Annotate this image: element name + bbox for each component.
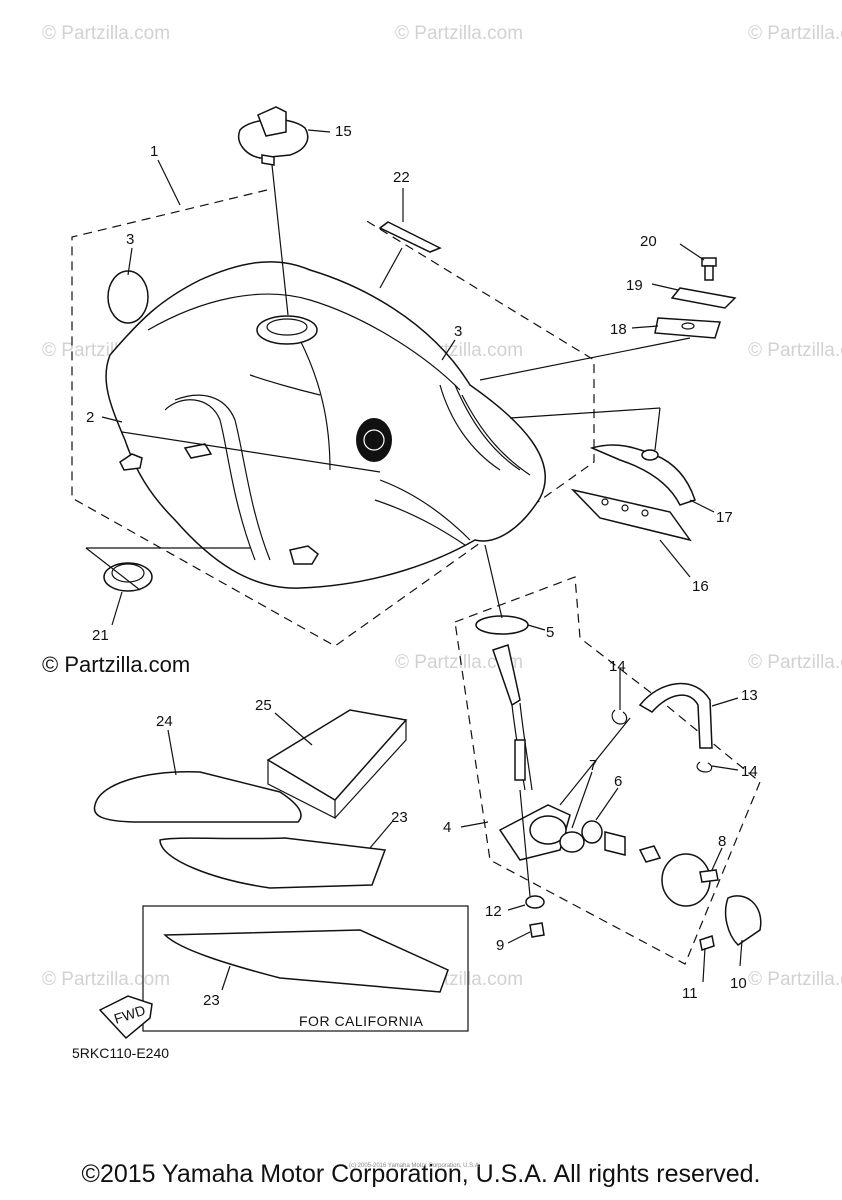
clip-14b (696, 761, 713, 773)
pad-24 (93, 771, 302, 823)
tank-strip-part (378, 221, 442, 253)
callout-5: 5 (546, 624, 554, 641)
yamaha-emblem-icon (356, 418, 392, 462)
copyright-footer: ©2015 Yamaha Motor Corporation, U.S.A. A… (81, 1160, 761, 1188)
callout-3: 3 (126, 231, 134, 248)
foam-block-25 (266, 709, 408, 819)
watermark: © Partzilla.com (748, 23, 842, 44)
o-ring-6 (581, 820, 603, 844)
watermark: © Partzilla.com (395, 23, 523, 44)
california-label: FOR CALIFORNIA (299, 1013, 424, 1029)
bracket-17 (589, 444, 696, 506)
packing-7 (559, 831, 585, 853)
callout-20: 20 (640, 233, 657, 250)
callout-9: 9 (496, 937, 504, 954)
callout-3: 3 (454, 323, 462, 340)
partzilla-watermark-main: © Partzilla.com (42, 652, 190, 677)
callout-23: 23 (391, 809, 408, 826)
callout-6: 6 (614, 773, 622, 790)
leader-lines (85, 129, 743, 991)
california-box (142, 905, 469, 1032)
callout-17: 17 (716, 509, 733, 526)
fuel-cock (492, 644, 762, 951)
filler-neck-ring (256, 315, 318, 345)
watermark: © Partzilla.com (42, 969, 170, 990)
fwd-arrow-icon: FWD (98, 995, 153, 1040)
screw-9 (529, 922, 545, 938)
washer-12 (525, 895, 545, 909)
bolt-20 (701, 257, 717, 281)
callout-25: 25 (255, 697, 272, 714)
callout-19: 19 (626, 277, 643, 294)
screw-11 (699, 935, 715, 951)
callout-labels: 1 2 3 3 4 5 6 7 8 9 10 11 12 13 14 14 15… (86, 123, 758, 1009)
pad-23-california (163, 929, 449, 993)
watermark: © Partzilla.com (748, 969, 842, 990)
callout-1: 1 (150, 143, 158, 160)
callout-15: 15 (335, 123, 352, 140)
diagram-code: 5RKC110-E240 (72, 1045, 169, 1061)
callout-24: 24 (156, 713, 173, 730)
watermark: © Partzilla.com (42, 23, 170, 44)
watermark: © Partzilla.com (748, 652, 842, 673)
watermark: © Partzilla.com (748, 340, 842, 361)
gasket-5 (475, 615, 529, 635)
clip-14a (611, 709, 628, 725)
callout-11: 11 (682, 985, 698, 1002)
callout-14: 14 (609, 658, 626, 675)
callout-14: 14 (741, 763, 758, 780)
fuel-tank (105, 261, 546, 589)
watermark-layer: © Partzilla.com © Partzilla.com © Partzi… (42, 23, 842, 990)
bolt-8 (699, 869, 719, 883)
hose-13 (638, 683, 713, 749)
callout-8: 8 (718, 833, 726, 850)
callout-10: 10 (730, 975, 747, 992)
plate-19 (670, 287, 737, 309)
damper-18 (654, 317, 722, 339)
callout-22: 22 (393, 169, 410, 186)
nut-21 (103, 562, 153, 592)
callout-18: 18 (610, 321, 627, 338)
pad-23 (159, 837, 387, 889)
fuel-cap (238, 106, 309, 166)
callout-16: 16 (692, 578, 709, 595)
callout-12: 12 (485, 903, 502, 920)
callout-23: 23 (203, 992, 220, 1009)
callout-13: 13 (741, 687, 758, 704)
callout-2: 2 (86, 409, 94, 426)
callout-4: 4 (443, 819, 451, 836)
lever-10 (724, 895, 762, 946)
emblem-badge-part (107, 270, 149, 324)
cock-body-part (604, 831, 626, 856)
tiny-copyright-note: (c) 2005-2016 Yamaha Motor Corporation, … (349, 1163, 481, 1169)
tank-assembly-outline (71, 189, 595, 647)
callout-21: 21 (92, 627, 109, 644)
watermark: © Partzilla.com (395, 652, 523, 673)
callout-7: 7 (589, 757, 597, 774)
stay-16 (570, 488, 692, 542)
